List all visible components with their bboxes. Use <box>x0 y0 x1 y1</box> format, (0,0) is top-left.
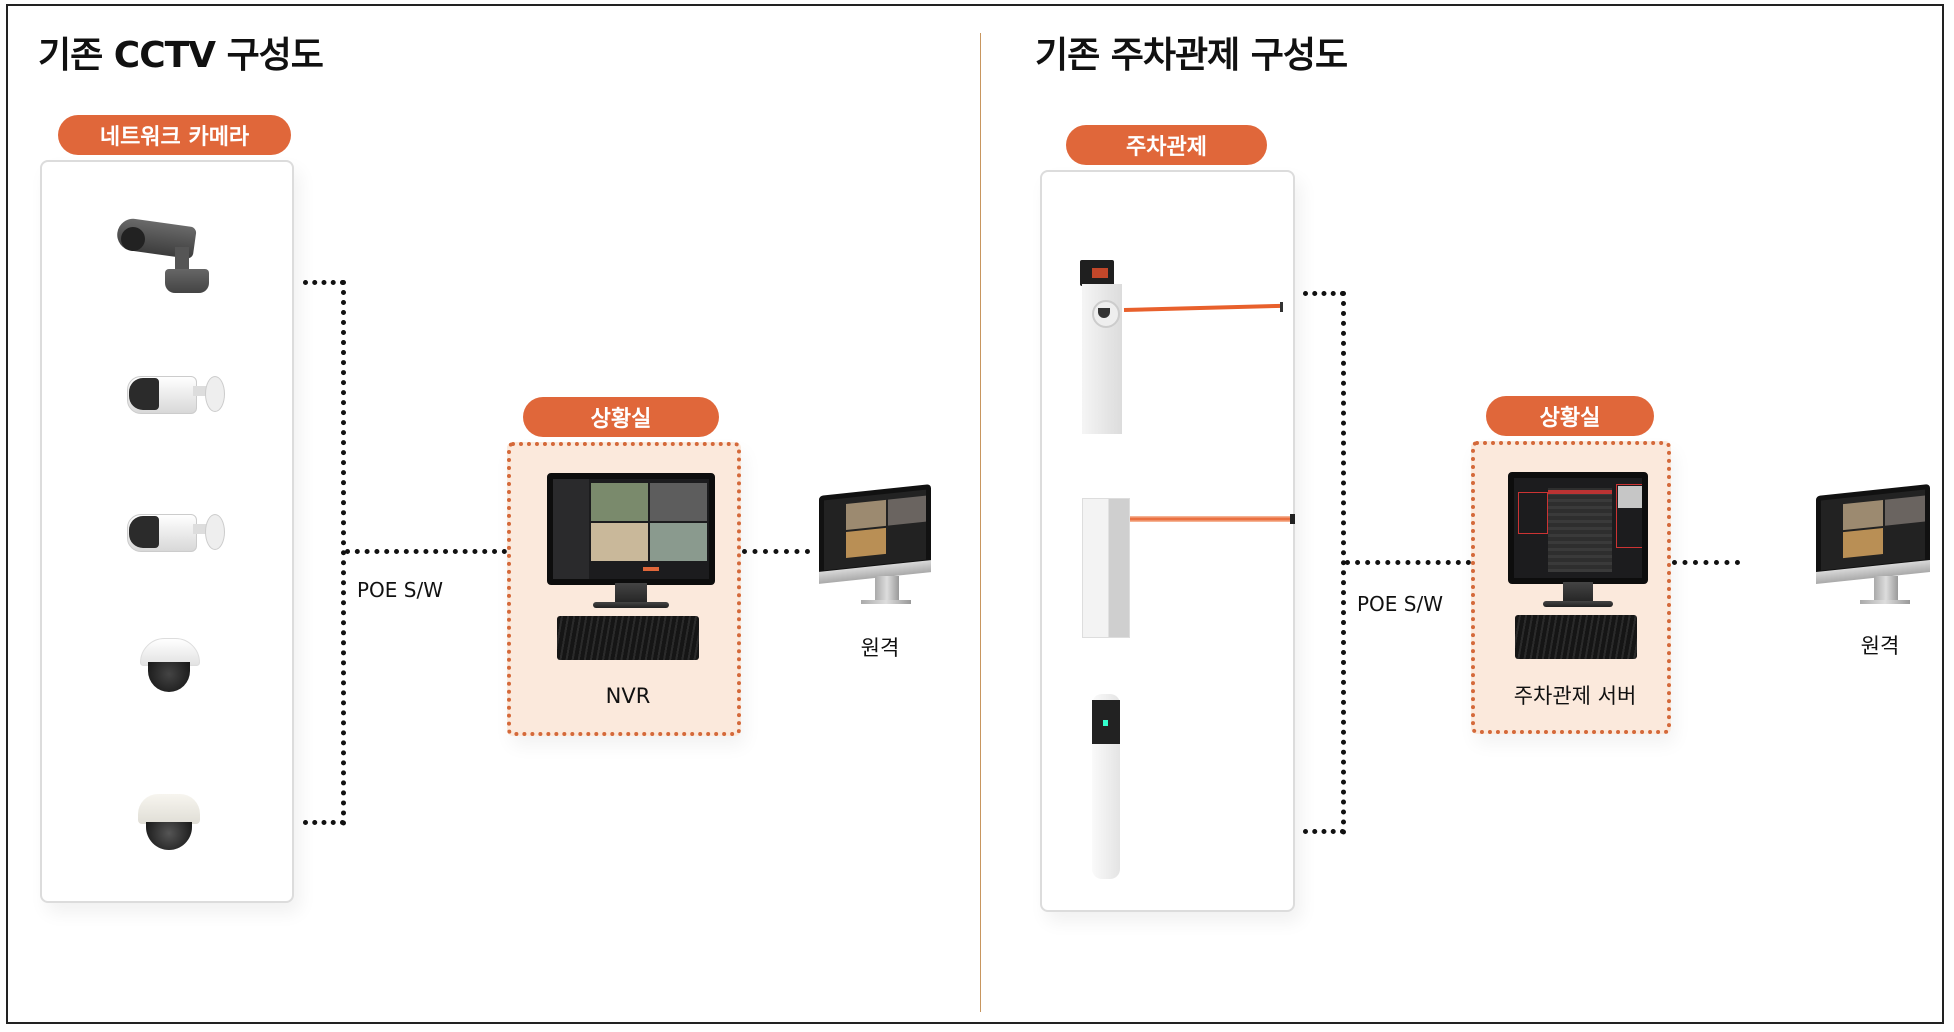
remote-monitor-icon <box>1812 470 1936 615</box>
nvr-label: NVR <box>605 684 651 708</box>
bullet-camera-icon <box>115 216 217 297</box>
dome-camera-icon <box>140 638 200 696</box>
poe-switch-label: POE S/W <box>357 578 444 602</box>
parking-server-icon <box>1515 615 1637 659</box>
camera-group-pill: 네트워크 카메라 <box>58 115 291 155</box>
monitor-stand <box>615 583 647 605</box>
lpr-pole-camera-icon <box>1092 694 1122 879</box>
dome-camera-icon <box>138 794 200 852</box>
lpr-barrier-gate-icon <box>1080 260 1290 435</box>
parking-diagram-title: 기존 주차관제 구성도 <box>1035 35 1348 76</box>
parking-group-pill: 주차관제 <box>1066 125 1267 165</box>
connector-line <box>1303 291 1345 296</box>
monitor-stand <box>1543 601 1613 607</box>
cctv-diagram-title: 기존 CCTV 구성도 <box>38 35 324 76</box>
connector-line <box>1341 291 1346 835</box>
barrier-gate-icon <box>1082 498 1297 638</box>
poe-switch-label: POE S/W <box>1357 592 1444 616</box>
parking-server-label: 주차관제 서버 <box>1513 684 1637 708</box>
remote-label: 원격 <box>1860 634 1900 658</box>
connector-line <box>341 280 346 826</box>
connector-line <box>742 549 810 554</box>
control-room-box: 주차관제 서버 <box>1471 441 1671 734</box>
connector-line <box>1345 560 1471 565</box>
control-room-pill: 상황실 <box>523 397 719 437</box>
control-room-box: NVR <box>507 442 741 736</box>
control-room-pill: 상황실 <box>1486 396 1654 436</box>
monitor-stand <box>593 602 669 608</box>
connector-line <box>303 280 345 285</box>
nvr-server-icon <box>557 616 699 660</box>
diagram-frame <box>6 4 1944 1024</box>
bullet-camera-icon <box>127 510 227 560</box>
remote-monitor-icon <box>815 470 935 615</box>
remote-label: 원격 <box>860 636 900 660</box>
connector-line <box>303 820 345 825</box>
connector-line <box>345 549 507 554</box>
parking-device-panel <box>1040 170 1295 912</box>
monitor-icon <box>547 473 715 585</box>
connector-line <box>1672 560 1740 565</box>
bullet-camera-icon <box>127 372 227 422</box>
connector-line <box>1303 829 1345 834</box>
section-divider <box>980 33 981 1012</box>
monitor-stand <box>1563 582 1593 604</box>
camera-panel <box>40 160 294 903</box>
monitor-icon <box>1508 472 1648 584</box>
